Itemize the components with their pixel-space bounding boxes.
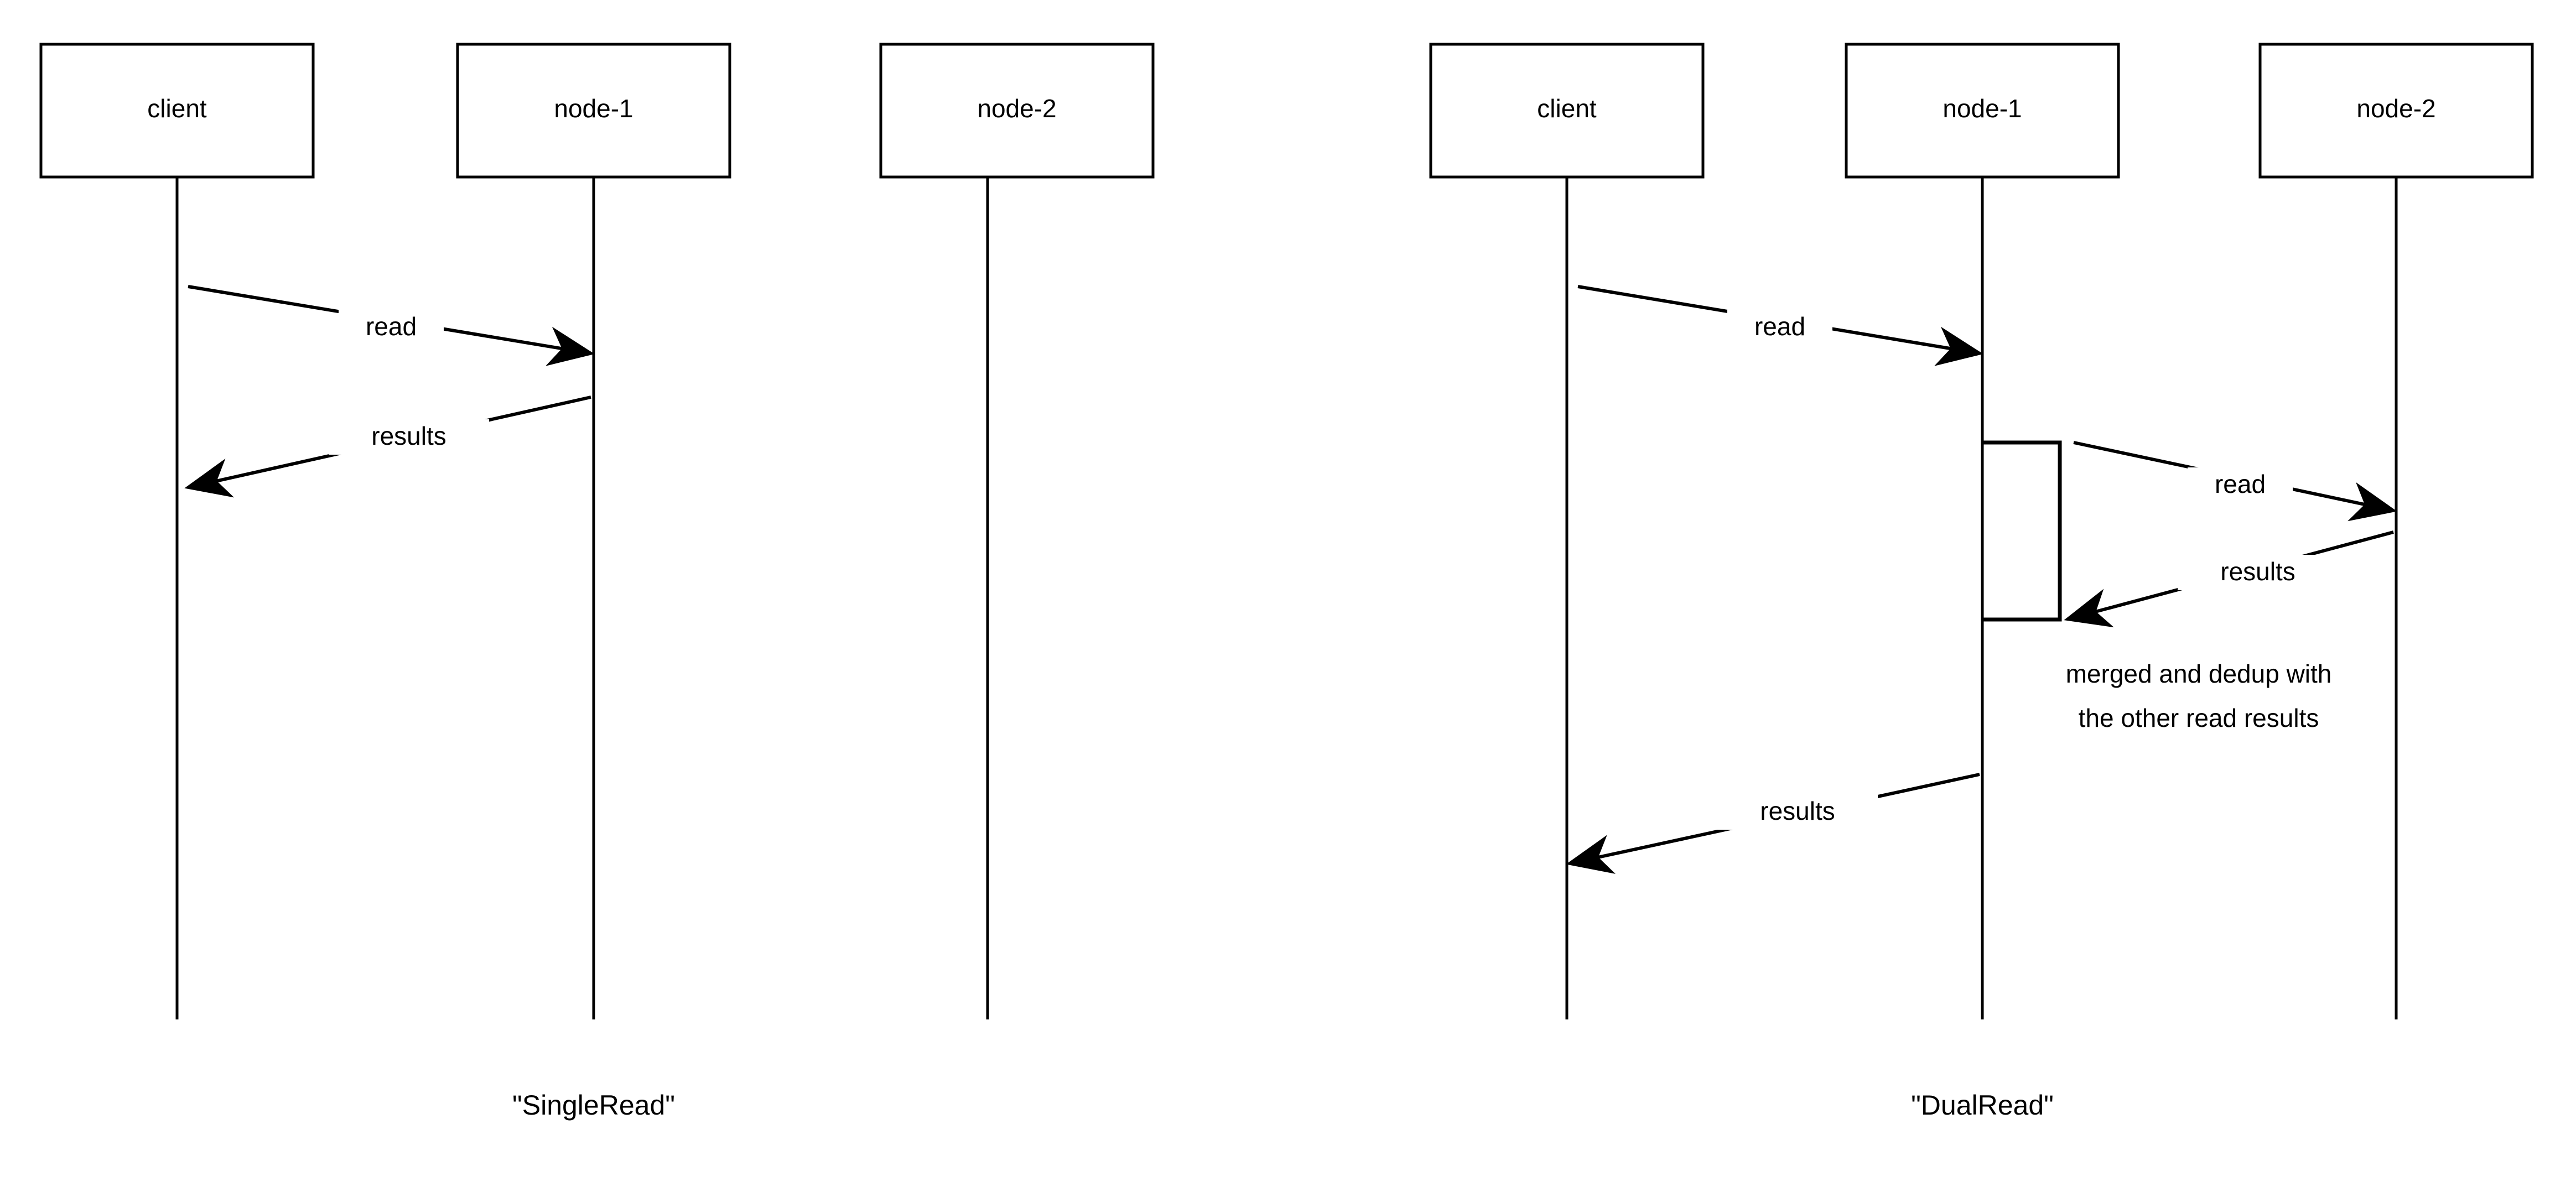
participant-label-node-2-dual: node-2 xyxy=(2356,94,2435,123)
activation-bar-node-1 xyxy=(1982,440,2062,622)
message-label-read-node1-node2: read xyxy=(2215,470,2266,498)
message-label-bg-read-dual-2 xyxy=(2188,467,2293,503)
message-label-results-node1-client: results xyxy=(371,421,446,450)
message-label-read-client-node1: read xyxy=(366,312,417,341)
diagram-dual-read: client node-1 node-2 read read results m… xyxy=(1429,43,2534,1121)
message-label-bg-results-1 xyxy=(329,419,489,455)
message-label-bg-results-dual-2 xyxy=(1717,794,1878,830)
participant-box-node-1-dual[interactable] xyxy=(1845,43,2120,179)
diagram-caption-single-read: "SingleRead" xyxy=(512,1090,675,1121)
message-label-read-client-node1-dual: read xyxy=(1754,312,1805,341)
note-merged-dedup-line-1: merged and dedup with xyxy=(2066,659,2332,688)
diagram-caption-dual-read: "DualRead" xyxy=(1911,1090,2054,1121)
participant-box-node-2[interactable] xyxy=(879,43,1155,179)
participant-box-node-1[interactable] xyxy=(456,43,731,179)
message-label-results-node1-client-dual: results xyxy=(1760,797,1835,825)
diagram-single-read: client node-1 node-2 read results "Singl… xyxy=(39,43,1155,1121)
message-label-bg-results-dual-1 xyxy=(2178,555,2338,590)
participant-label-node-1-dual: node-1 xyxy=(1943,94,2022,123)
message-label-results-node2-node1: results xyxy=(2220,557,2295,586)
participant-box-node-2-dual[interactable] xyxy=(2258,43,2534,179)
message-label-bg-read-1 xyxy=(339,310,444,345)
participant-box-client[interactable] xyxy=(39,43,315,179)
participant-box-client-dual[interactable] xyxy=(1429,43,1705,179)
participant-label-node-1: node-1 xyxy=(554,94,633,123)
participant-label-client-dual: client xyxy=(1537,94,1597,123)
message-label-bg-read-dual-1 xyxy=(1727,310,1832,345)
note-merged-dedup-line-2: the other read results xyxy=(2079,704,2319,732)
participant-label-node-2: node-2 xyxy=(977,94,1056,123)
participant-label-client: client xyxy=(147,94,207,123)
